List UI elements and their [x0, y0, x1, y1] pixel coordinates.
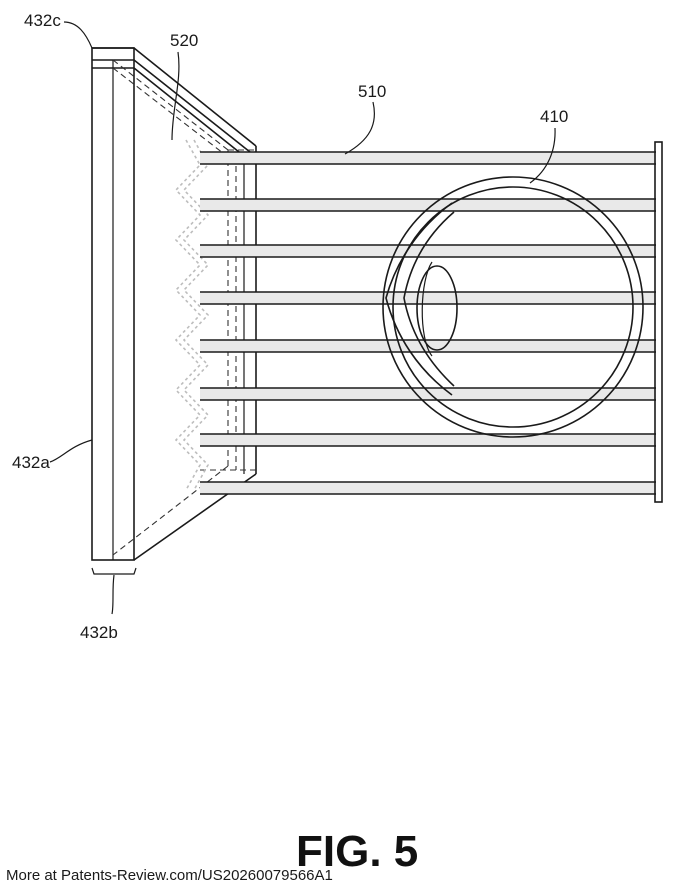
beam	[200, 481, 656, 495]
eye-410	[382, 176, 644, 438]
eye-outer-circle	[382, 176, 644, 438]
light-wave-520-inner	[182, 139, 210, 491]
label-510: 510	[358, 82, 386, 101]
beam	[200, 387, 656, 401]
label-520: 520	[170, 31, 198, 50]
leader-510	[344, 101, 375, 155]
leader-410	[529, 127, 556, 184]
eye-cornea-inner	[403, 211, 455, 387]
eye-iris	[421, 261, 433, 357]
beam	[200, 244, 656, 258]
beam	[200, 151, 656, 165]
plate-top-edge	[133, 47, 257, 147]
label-432c: 432c	[24, 11, 61, 30]
beam	[200, 433, 656, 447]
leader-432c	[63, 21, 93, 49]
light-wave-520	[174, 139, 202, 491]
label-432a: 432a	[12, 453, 50, 472]
beam	[200, 291, 656, 305]
eye-inner-circle	[392, 186, 634, 428]
beam	[200, 198, 656, 212]
bracket-432b	[91, 567, 137, 575]
leader-432a	[49, 439, 93, 463]
figure-title: FIG. 5	[296, 827, 418, 876]
eye-cornea-outer	[385, 202, 453, 396]
eye-lens	[416, 265, 458, 351]
label-432b: 432b	[80, 623, 118, 642]
end-plate	[654, 141, 663, 503]
leader-520	[171, 51, 180, 141]
light-beams-510	[200, 151, 656, 495]
footer-source-text: More at Patents-Review.com/US20260079566…	[6, 867, 333, 884]
label-410: 410	[540, 107, 568, 126]
leader-432b	[111, 574, 115, 615]
